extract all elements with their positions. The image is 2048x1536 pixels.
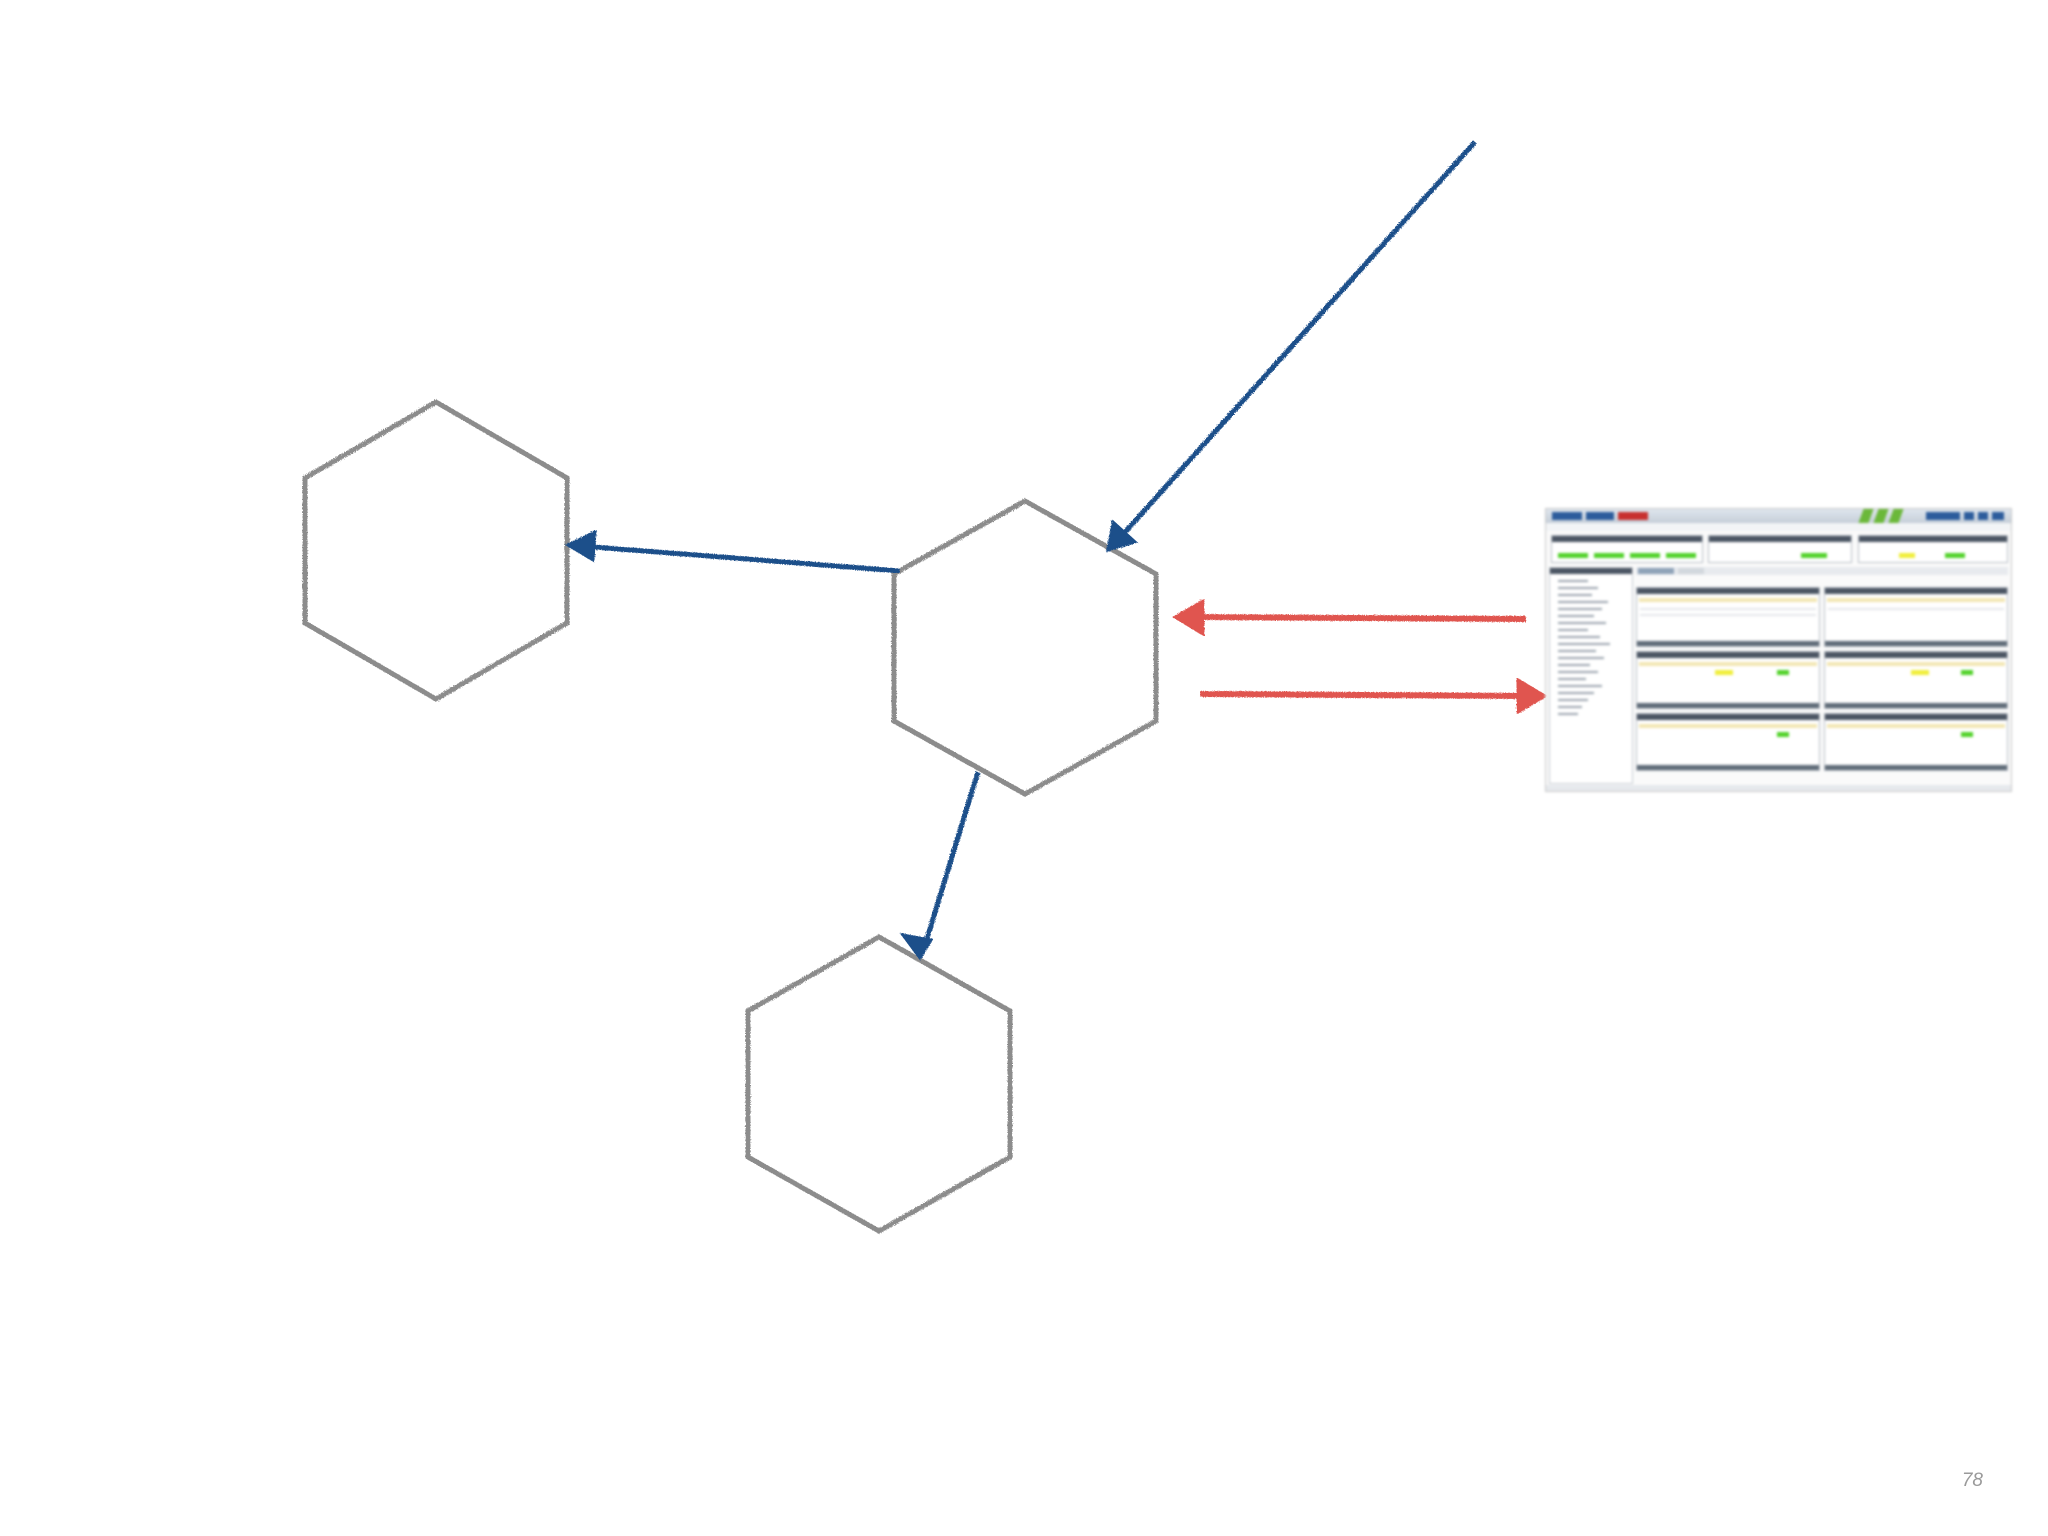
screenshot-nav — [1549, 567, 1633, 784]
dashboard-screenshot — [1545, 508, 2012, 792]
screenshot-toolbar — [1546, 509, 2011, 523]
blue-arrow-incoming — [1106, 140, 1477, 553]
blue-arrow-to-bottom-hexagon — [899, 771, 981, 961]
red-arrow-from-screenshot — [1172, 598, 1527, 637]
bottom-hexagon — [745, 934, 1013, 1234]
red-arrow-to-screenshot — [1199, 677, 1548, 715]
page-number: 78 — [1961, 1470, 1983, 1491]
left-hexagon — [302, 399, 570, 702]
blue-arrow-to-left-hexagon — [564, 529, 901, 574]
center-hexagon — [891, 498, 1159, 797]
